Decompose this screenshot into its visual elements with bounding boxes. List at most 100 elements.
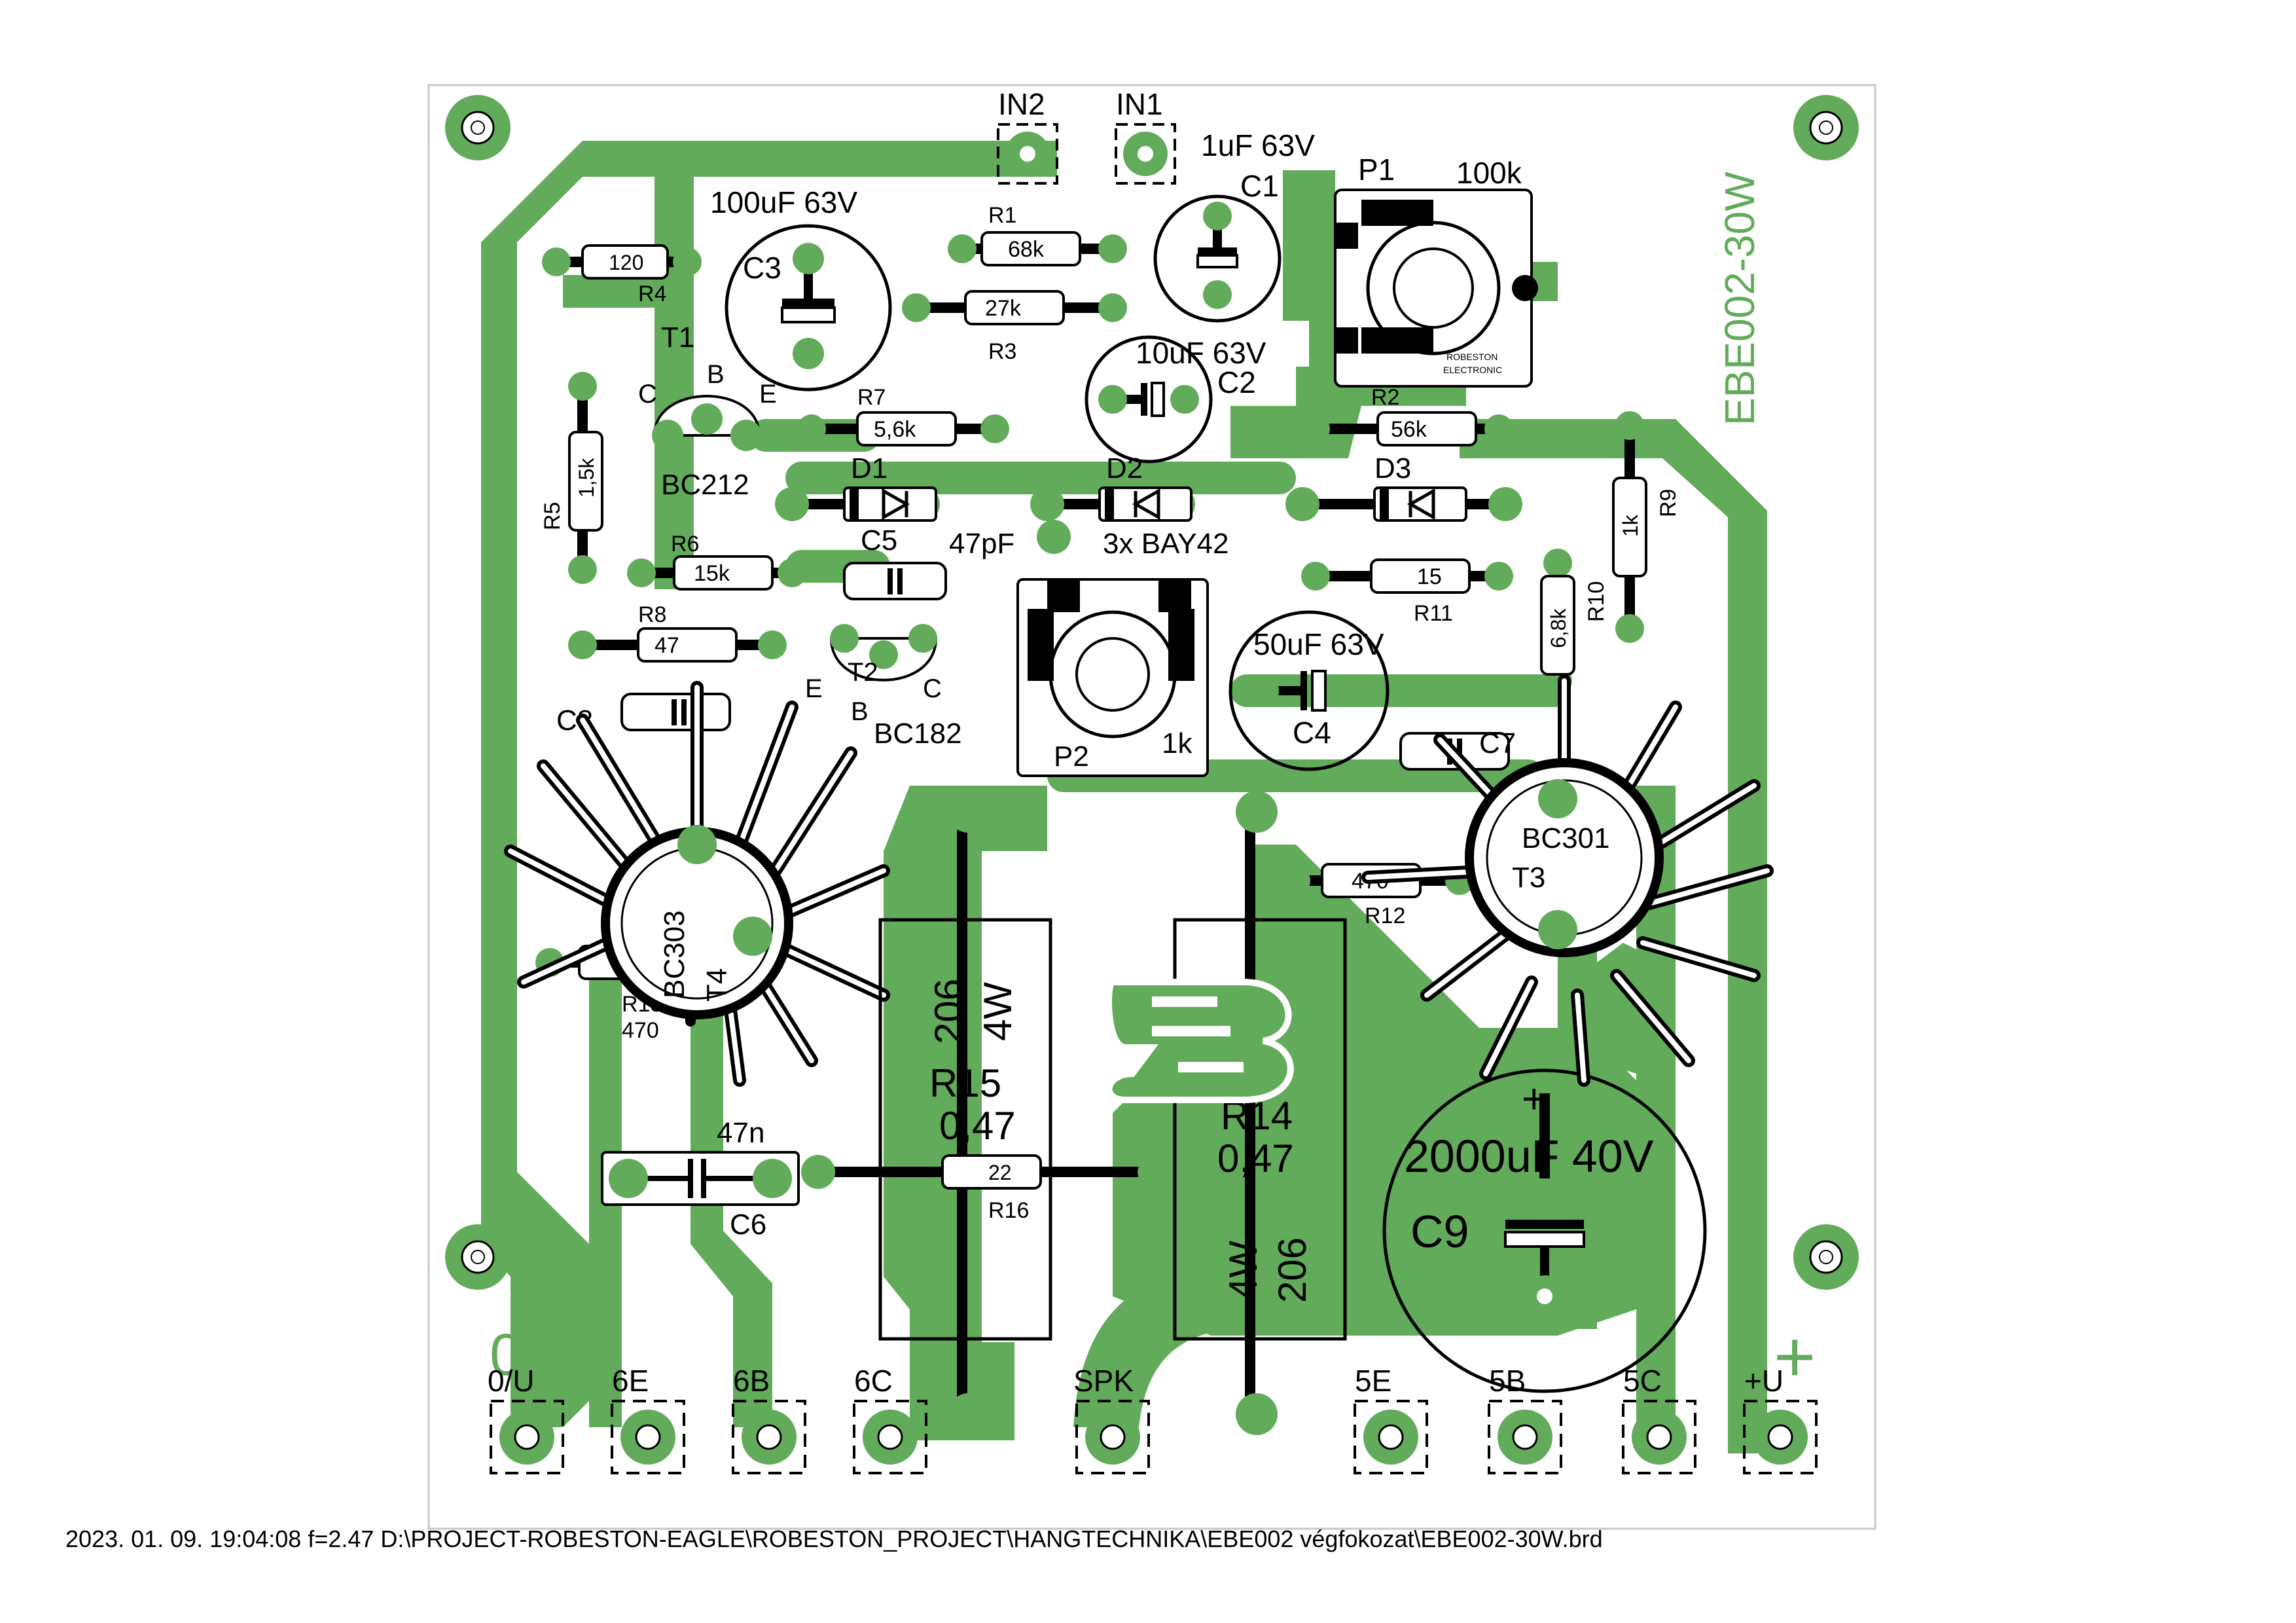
p1-ref: P1 bbox=[1358, 153, 1395, 187]
r16-ref: R16 bbox=[988, 1198, 1029, 1223]
r14-value: 0,47 bbox=[1217, 1137, 1294, 1180]
c4-ref: C4 bbox=[1293, 716, 1331, 750]
t1-type: BC212 bbox=[661, 469, 749, 501]
d3-ref: D3 bbox=[1374, 452, 1411, 484]
connector-label-5e: 5E bbox=[1355, 1364, 1391, 1398]
c6-value: 47n bbox=[717, 1117, 764, 1149]
connector-label-5c: 5C bbox=[1623, 1364, 1662, 1398]
connector-label-5b: 5B bbox=[1489, 1364, 1526, 1398]
t1-c: C bbox=[638, 380, 657, 409]
input-pads bbox=[997, 123, 1176, 185]
r15-body bbox=[878, 918, 1052, 1341]
r8-value: 47 bbox=[655, 633, 679, 658]
connector-label-spk: SPK bbox=[1073, 1364, 1134, 1398]
t1-e: E bbox=[759, 380, 777, 409]
t3-body bbox=[1361, 674, 1774, 1087]
mount-hole-tr bbox=[1793, 95, 1859, 160]
r15-type: 206 bbox=[927, 979, 971, 1044]
c9-body bbox=[1382, 1068, 1707, 1393]
c3-body bbox=[725, 224, 892, 392]
mount-hole-br bbox=[1793, 1224, 1859, 1290]
r10-ref: R10 bbox=[1584, 581, 1609, 622]
c7-ref: C7 bbox=[1479, 727, 1516, 759]
c1-body bbox=[1153, 194, 1282, 323]
r3-value: 27k bbox=[985, 296, 1022, 321]
c9-value: 2000uF 40V bbox=[1404, 1131, 1654, 1182]
r4-value: 120 bbox=[609, 251, 643, 274]
resistor-bodies bbox=[568, 231, 1647, 1190]
r9-ref: R9 bbox=[1656, 489, 1681, 517]
r14-type: 206 bbox=[1270, 1237, 1314, 1303]
board-title: EBE002-30W bbox=[1716, 172, 1763, 426]
p1-body bbox=[1334, 189, 1538, 388]
r7-value: 5,6k bbox=[874, 417, 916, 442]
c2-value: 10uF 63V bbox=[1136, 336, 1266, 370]
c4-value: 50uF 63V bbox=[1253, 627, 1384, 661]
t4-body bbox=[504, 681, 890, 1087]
c5-ref: C5 bbox=[861, 524, 897, 556]
t2-type: BC182 bbox=[874, 718, 962, 750]
c9-ref: C9 bbox=[1410, 1206, 1469, 1257]
r11-ref: R11 bbox=[1414, 601, 1453, 626]
r14-power: 4W bbox=[1221, 1241, 1265, 1300]
d1-ref: D1 bbox=[851, 452, 888, 484]
r13-value: 470 bbox=[622, 1018, 659, 1043]
mount-hole-bl bbox=[445, 1224, 511, 1290]
r4-ref: R4 bbox=[638, 282, 666, 306]
t1-ref: T1 bbox=[661, 321, 694, 354]
r15-ref: R15 bbox=[929, 1061, 1001, 1105]
r16-value: 22 bbox=[988, 1161, 1012, 1184]
robeston-logo bbox=[1105, 979, 1294, 1103]
r5-value: 1,5k bbox=[575, 458, 598, 498]
file-info-footer: 2023. 01. 09. 19:04:08 f=2.47 D:\PROJECT… bbox=[65, 1525, 1603, 1552]
t3-ref: T3 bbox=[1512, 862, 1545, 894]
p1-value: 100k bbox=[1456, 156, 1522, 190]
r2-ref: R2 bbox=[1371, 385, 1399, 410]
p1-maker2: ELECTRONIC bbox=[1443, 365, 1502, 375]
p1-maker1: ROBESTON bbox=[1446, 352, 1498, 362]
t1-b: B bbox=[707, 360, 725, 389]
mount-hole-tl bbox=[445, 95, 511, 160]
in1-label: IN1 bbox=[1116, 87, 1163, 121]
r8-ref: R8 bbox=[638, 602, 666, 627]
t4-type: BC303 bbox=[658, 910, 691, 998]
r3-ref: R3 bbox=[988, 339, 1016, 364]
c9-plus: + bbox=[1522, 1075, 1546, 1122]
t2-ref: T2 bbox=[848, 658, 878, 687]
connector-label-plus-u: +U bbox=[1744, 1364, 1784, 1398]
diodes-note: 3x BAY42 bbox=[1103, 528, 1229, 560]
connector-label-0u: 0/U bbox=[488, 1364, 535, 1398]
c2-body bbox=[1085, 335, 1213, 464]
connector-label-6b: 6B bbox=[733, 1364, 770, 1398]
c5-value: 47pF bbox=[949, 528, 1014, 560]
r1-ref: R1 bbox=[988, 203, 1016, 228]
r15-power: 4W bbox=[976, 982, 1020, 1041]
r7-ref: R7 bbox=[857, 385, 886, 410]
c1-ref: C1 bbox=[1240, 169, 1279, 203]
connector-pads bbox=[490, 1400, 1818, 1474]
c6-ref: C6 bbox=[730, 1209, 766, 1241]
r1-value: 68k bbox=[1008, 237, 1045, 262]
r9-value: 1k bbox=[1619, 514, 1642, 537]
t4-ref: T4 bbox=[701, 968, 733, 1002]
c2-ref: C2 bbox=[1217, 365, 1256, 399]
p2-value: 1k bbox=[1162, 727, 1193, 759]
r14-body bbox=[1173, 918, 1347, 1341]
c4-body bbox=[1229, 610, 1390, 771]
c1-value: 1uF 63V bbox=[1201, 128, 1315, 162]
c3-value: 100uF 63V bbox=[710, 185, 857, 219]
t2-body bbox=[829, 624, 938, 682]
diode-marks bbox=[850, 488, 1435, 520]
plus-mark: + bbox=[1774, 1317, 1816, 1397]
r10-value: 6,8k bbox=[1547, 608, 1570, 648]
connector-label-6c: 6C bbox=[854, 1364, 893, 1398]
mounting-holes bbox=[445, 95, 1859, 1290]
r15-value: 0,47 bbox=[939, 1104, 1016, 1148]
film-cap-pads bbox=[609, 1159, 792, 1198]
t2-c: C bbox=[923, 674, 942, 703]
r5-ref: R5 bbox=[540, 502, 565, 530]
t2-b: B bbox=[851, 697, 869, 726]
p2-ref: P2 bbox=[1054, 740, 1089, 773]
r6-ref: R6 bbox=[671, 532, 699, 556]
